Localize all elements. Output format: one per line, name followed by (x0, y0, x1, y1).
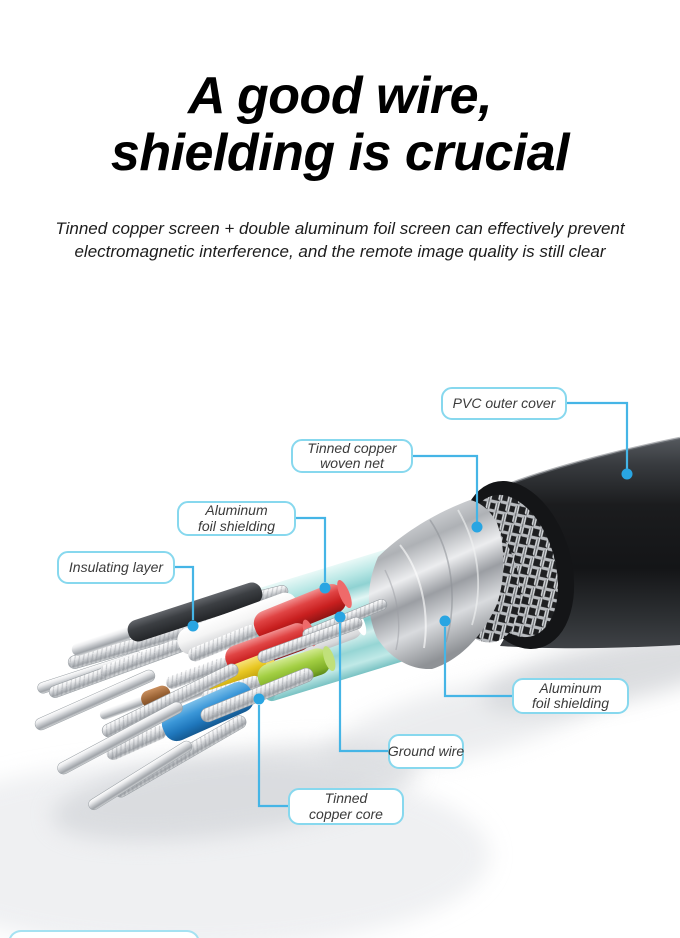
subtitle-line-1: Tinned copper screen + double aluminum f… (55, 219, 625, 238)
dot-ground-wire (334, 611, 346, 623)
label-text: woven net (320, 455, 384, 471)
connector-aluminum-foil-shielding-top (295, 516, 327, 582)
label-text: Ground wire (387, 742, 465, 759)
connector-tinned-copper-core (257, 705, 289, 808)
page-subtitle: Tinned copper screen + double aluminum f… (0, 217, 680, 263)
white-wire-graphic (100, 592, 299, 678)
subtitle-line-2: electromagnetic interference, and the re… (74, 242, 606, 261)
title-line-1: A good wire, (187, 67, 493, 125)
connector-ground-wire (338, 623, 389, 753)
title-line-2: shielding is crucial (110, 124, 570, 182)
label-aluminum-foil-shielding-top: Aluminum foil shielding (177, 501, 296, 536)
dot-tinned-copper-core (253, 693, 265, 705)
red-wire-graphic (188, 579, 352, 662)
label-pvc-outer-cover: PVC outer cover (441, 387, 567, 420)
page-title: A good wire, shielding is crucial (0, 68, 680, 182)
label-text: Aluminum (539, 679, 602, 696)
dot-insulating-layer (187, 620, 199, 632)
label-text: PVC outer cover (452, 394, 556, 411)
callout-dots (187, 468, 633, 705)
label-ground-wire: Ground wire (388, 734, 464, 769)
label-text: foil shielding (531, 695, 610, 711)
dot-tinned-copper-woven-net (471, 521, 483, 533)
label-text: Aluminum (205, 502, 268, 518)
label-insulating-layer: Insulating layer (57, 551, 175, 584)
partial-cutoff-box (8, 930, 200, 938)
connector-pvc-outer-cover (565, 401, 629, 470)
label-text: Tinned copper (307, 439, 397, 456)
label-text: Tinned (324, 790, 368, 806)
connector-insulating-layer (174, 565, 195, 620)
dot-pvc-outer-cover (621, 468, 633, 480)
connector-tinned-copper-woven-net (412, 454, 479, 522)
label-tinned-copper-core: Tinned copper core (288, 788, 404, 825)
dot-aluminum-foil-shielding-right (439, 615, 451, 627)
connector-aluminum-foil-shielding-right (443, 627, 513, 698)
dot-aluminum-foil-shielding-top (319, 582, 331, 594)
silver-foil-graphic (368, 500, 504, 670)
header: A good wire, shielding is crucial Tinned… (0, 0, 680, 263)
label-text: foil shielding (197, 517, 276, 534)
label-tinned-copper-woven-net: Tinned copper woven net (291, 439, 413, 473)
label-aluminum-foil-shielding-right: Aluminum foil shielding (512, 678, 629, 714)
label-text: Insulating layer (68, 558, 164, 575)
dark-wire-graphic (71, 582, 263, 656)
callout-connectors (174, 401, 629, 808)
label-text: copper core (309, 805, 383, 822)
